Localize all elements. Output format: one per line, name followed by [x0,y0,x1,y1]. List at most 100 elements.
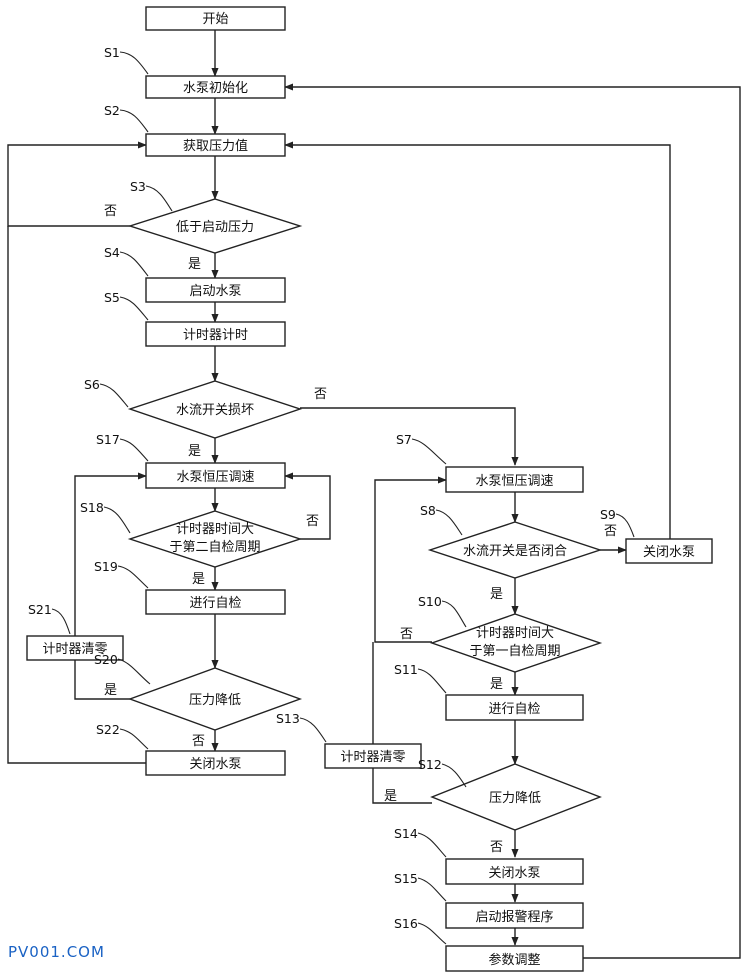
main-connectors [7,30,519,764]
node-s17-label: 水泵恒压调速 [176,470,254,485]
node-s9: 关闭水泵 [625,538,713,564]
branch-no-s10: 否 [400,627,413,642]
leader-s11 [417,668,447,694]
node-start-label: 开始 [202,12,228,27]
node-s2-label: 获取压力值 [183,138,248,154]
branch-yes-s6: 是 [188,444,201,459]
branch-yes-s20: 是 [104,683,117,698]
step-label-s20: S20 [94,652,118,667]
node-s14-label: 关闭水泵 [488,866,540,881]
branch-no-s18: 否 [306,514,319,529]
node-s11: 进行自检 [445,694,584,721]
step-label-s2: S2 [104,103,120,118]
step-label-s6: S6 [84,377,100,392]
node-s20-label: 压力降低 [189,693,241,708]
leader-s4 [119,251,149,277]
step-label-s1: S1 [104,45,120,60]
branch-no-s8: 否 [604,524,617,539]
node-s22: 关闭水泵 [145,750,286,776]
step-label-s16: S16 [394,916,418,931]
step-label-s5: S5 [104,290,120,305]
leader-s16 [417,922,447,945]
step-label-s11: S11 [394,662,418,677]
node-s18-label-line1: 计时器时间大 [176,522,254,537]
step-label-s10: S10 [418,594,442,609]
node-s22-label: 关闭水泵 [189,757,241,772]
node-s4: 启动水泵 [145,277,286,303]
leader-s2 [119,109,149,133]
branch-yes-s10: 是 [490,677,503,692]
leader-s17 [119,438,149,462]
node-s10-label-line1: 计时器时间大 [476,626,554,641]
step-label-s12: S12 [418,757,442,772]
branch-yes-s12: 是 [384,789,397,804]
node-s2: 获取压力值 [145,133,286,157]
leader-s18 [103,506,131,534]
node-s12: 压力降低 [430,763,602,831]
step-label-s4: S4 [104,245,120,260]
step-label-s18: S18 [80,500,104,515]
leader-s6 [99,383,129,408]
node-s13: 计时器清零 [324,743,422,769]
leader-s7 [411,438,447,465]
node-s3: 低于启动压力 [127,198,303,254]
step-label-s15: S15 [394,871,418,886]
leader-s13 [299,717,327,743]
leader-s1 [119,51,149,75]
node-s1: 水泵初始化 [145,75,286,99]
branch-no-s12: 否 [490,840,503,855]
node-s21-label: 计时器清零 [42,642,107,657]
leader-s22 [119,728,149,750]
node-s18-label-line2: 于第二自检周期 [169,540,260,555]
node-s16: 参数调整 [445,945,584,972]
leader-s21 [51,608,71,635]
step-label-s9: S9 [600,507,616,522]
node-s1-label: 水泵初始化 [183,81,248,96]
leader-s20 [117,658,151,685]
node-s6: 水流开关损坏 [127,380,303,439]
node-s10: 计时器时间大 于第一自检周期 [429,613,603,673]
step-label-s22: S22 [96,722,120,737]
watermark: PV001.COM [8,943,105,961]
step-label-s19: S19 [94,559,118,574]
node-s6-label: 水流开关损坏 [176,403,254,418]
node-s5: 计时器计时 [145,321,286,347]
node-s18: 计时器时间大 于第二自检周期 [127,510,303,568]
step-label-s7: S7 [396,432,412,447]
node-s20: 压力降低 [127,667,303,731]
node-s21: 计时器清零 [26,635,124,661]
node-s14: 关闭水泵 [445,858,584,885]
node-s11-label: 进行自检 [488,702,540,717]
leader-s15 [417,877,447,902]
node-s3-label: 低于启动压力 [176,220,254,235]
node-s8: 水流开关是否闭合 [427,521,603,579]
step-label-s8: S8 [420,503,436,518]
node-start: 开始 [145,6,286,31]
step-label-s3: S3 [130,179,146,194]
node-s12-label: 压力降低 [489,791,541,806]
leader-s9 [615,513,635,538]
node-s13-label: 计时器清零 [340,750,405,765]
branch-no-s3: 否 [104,204,117,219]
branch-no-s20: 否 [192,734,205,749]
node-s16-label: 参数调整 [488,952,540,968]
node-s17: 水泵恒压调速 [145,462,286,489]
node-s19: 进行自检 [145,589,286,615]
step-label-s17: S17 [96,432,120,447]
step-label-s21: S21 [28,602,52,617]
step-label-s13: S13 [276,711,300,726]
leader-s14 [417,832,447,858]
node-s10-label-line2: 于第一自检周期 [469,644,560,659]
leader-s10 [441,600,467,628]
branch-no-s6: 否 [314,387,327,402]
step-labels: S1 S2 S3 S4 S5 S6 S17 S18 S19 S21 S20 S2… [28,45,635,945]
branch-labels: 否 是 否 是 否 是 是 否 否 是 否 是 是 否 [104,204,617,855]
node-s15-label: 启动报警程序 [475,909,553,925]
node-s15: 启动报警程序 [445,902,584,929]
node-s5-label: 计时器计时 [183,328,248,343]
node-s7-label: 水泵恒压调速 [475,474,553,489]
leader-s5 [119,296,149,321]
node-s8-label: 水流开关是否闭合 [463,544,567,559]
right-connectors [284,83,741,959]
